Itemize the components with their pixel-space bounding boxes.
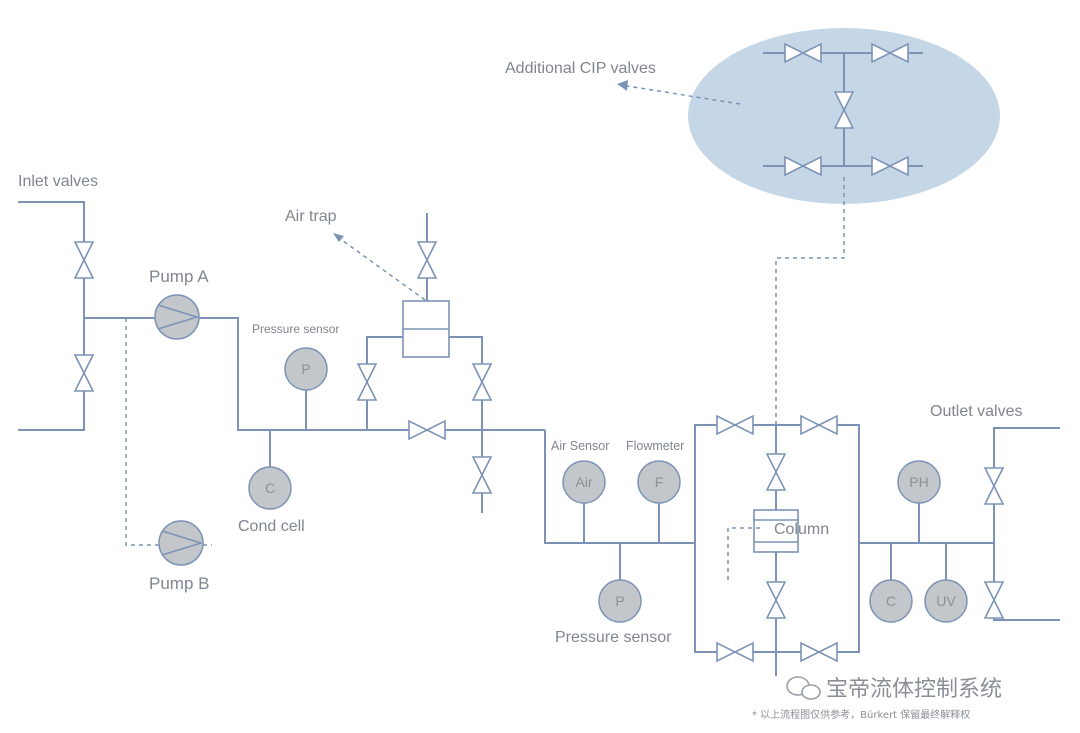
additional-cip-label: Additional CIP valves bbox=[505, 60, 656, 77]
inlet-valves-label: Inlet valves bbox=[18, 173, 98, 190]
pressure-gauge-1-icon: P bbox=[284, 347, 328, 391]
main-line-valve-1-icon[interactable] bbox=[408, 420, 446, 440]
pressure-sensor-bottom-label: Pressure sensor bbox=[555, 629, 672, 646]
cip-dashed-connection bbox=[775, 175, 845, 425]
column-label: Column bbox=[774, 521, 829, 538]
column-top-left-valve-icon[interactable] bbox=[716, 415, 754, 435]
column-loop-pipe bbox=[694, 424, 860, 653]
cond-cell-gauge-icon: C bbox=[248, 466, 292, 510]
inlet-valve-2-icon[interactable] bbox=[74, 354, 94, 392]
pump-a-label: Pump A bbox=[149, 267, 209, 286]
footnote-text: * 以上流程图仅供参考，Bürkert 保留最终解释权 bbox=[752, 708, 970, 721]
air-trap-label: Air trap bbox=[285, 208, 337, 225]
svg-text:Air: Air bbox=[575, 474, 592, 490]
watermark-text: 宝帝流体控制系统 bbox=[826, 677, 1002, 702]
air-trap-dashed-pointer bbox=[338, 237, 426, 301]
column-upper-valve-icon[interactable] bbox=[766, 453, 786, 491]
pump-b-icon[interactable] bbox=[158, 520, 204, 566]
pressure-gauge-2-icon: P bbox=[598, 579, 642, 623]
svg-text:P: P bbox=[615, 593, 624, 609]
svg-text:C: C bbox=[265, 480, 275, 496]
air-sensor-label: Air Sensor bbox=[551, 439, 609, 453]
svg-text:C: C bbox=[886, 593, 896, 609]
inlet-valve-1-icon[interactable] bbox=[74, 241, 94, 279]
pump-b-dashed-line bbox=[125, 318, 160, 546]
cond-cell-label: Cond cell bbox=[238, 518, 305, 535]
cip-dashed-pointer bbox=[626, 85, 741, 105]
pump-b-label: Pump B bbox=[149, 574, 209, 593]
air-trap-bypass-pipe bbox=[366, 336, 483, 513]
air-trap-right-valve-icon[interactable] bbox=[472, 363, 492, 401]
air-trap-vessel bbox=[402, 300, 450, 358]
svg-text:F: F bbox=[655, 474, 664, 490]
drain-valve-icon[interactable] bbox=[472, 456, 492, 494]
svg-text:UV: UV bbox=[936, 593, 956, 609]
pressure-sensor-top-label: Pressure sensor bbox=[252, 322, 339, 336]
outlet-piping bbox=[993, 427, 1060, 621]
outlet-valves-label: Outlet valves bbox=[930, 403, 1022, 420]
air-trap-vent-valve-icon[interactable] bbox=[417, 241, 437, 279]
svg-text:PH: PH bbox=[909, 474, 928, 490]
column-bottom-left-valve-icon[interactable] bbox=[716, 642, 754, 662]
svg-text:P: P bbox=[301, 361, 310, 377]
column-bottom-right-valve-icon[interactable] bbox=[800, 642, 838, 662]
pump-a-icon[interactable] bbox=[154, 294, 200, 340]
flowmeter-gauge-icon: F bbox=[637, 460, 681, 504]
air-sensor-gauge-icon: Air bbox=[562, 460, 606, 504]
flowmeter-label: Flowmeter bbox=[626, 439, 684, 453]
ph-gauge-icon: PH bbox=[897, 460, 941, 504]
column-vessel bbox=[753, 509, 799, 553]
column-dashed-pointer bbox=[727, 527, 760, 580]
column-lower-valve-icon[interactable] bbox=[766, 581, 786, 619]
inlet-piping bbox=[18, 201, 545, 431]
outlet-valve-2-icon[interactable] bbox=[984, 581, 1004, 619]
wechat-logo-icon bbox=[786, 676, 821, 700]
outlet-valve-1-icon[interactable] bbox=[984, 467, 1004, 505]
cond-cell-2-gauge-icon: C bbox=[869, 579, 913, 623]
column-top-right-valve-icon[interactable] bbox=[800, 415, 838, 435]
uv-gauge-icon: UV bbox=[924, 579, 968, 623]
air-trap-left-valve-icon[interactable] bbox=[357, 363, 377, 401]
